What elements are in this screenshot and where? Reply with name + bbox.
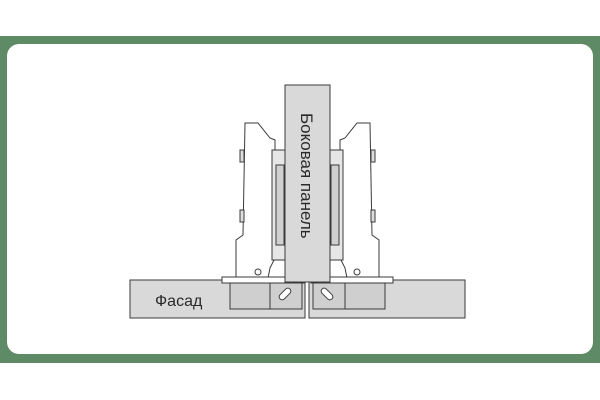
facade-label: Фасад <box>155 293 203 310</box>
side-panel-label: Боковая панель <box>297 113 316 239</box>
side-panel <box>284 84 331 283</box>
right-hinge <box>328 122 380 279</box>
left-hinge-cup <box>221 276 305 310</box>
left-hinge <box>235 122 287 279</box>
